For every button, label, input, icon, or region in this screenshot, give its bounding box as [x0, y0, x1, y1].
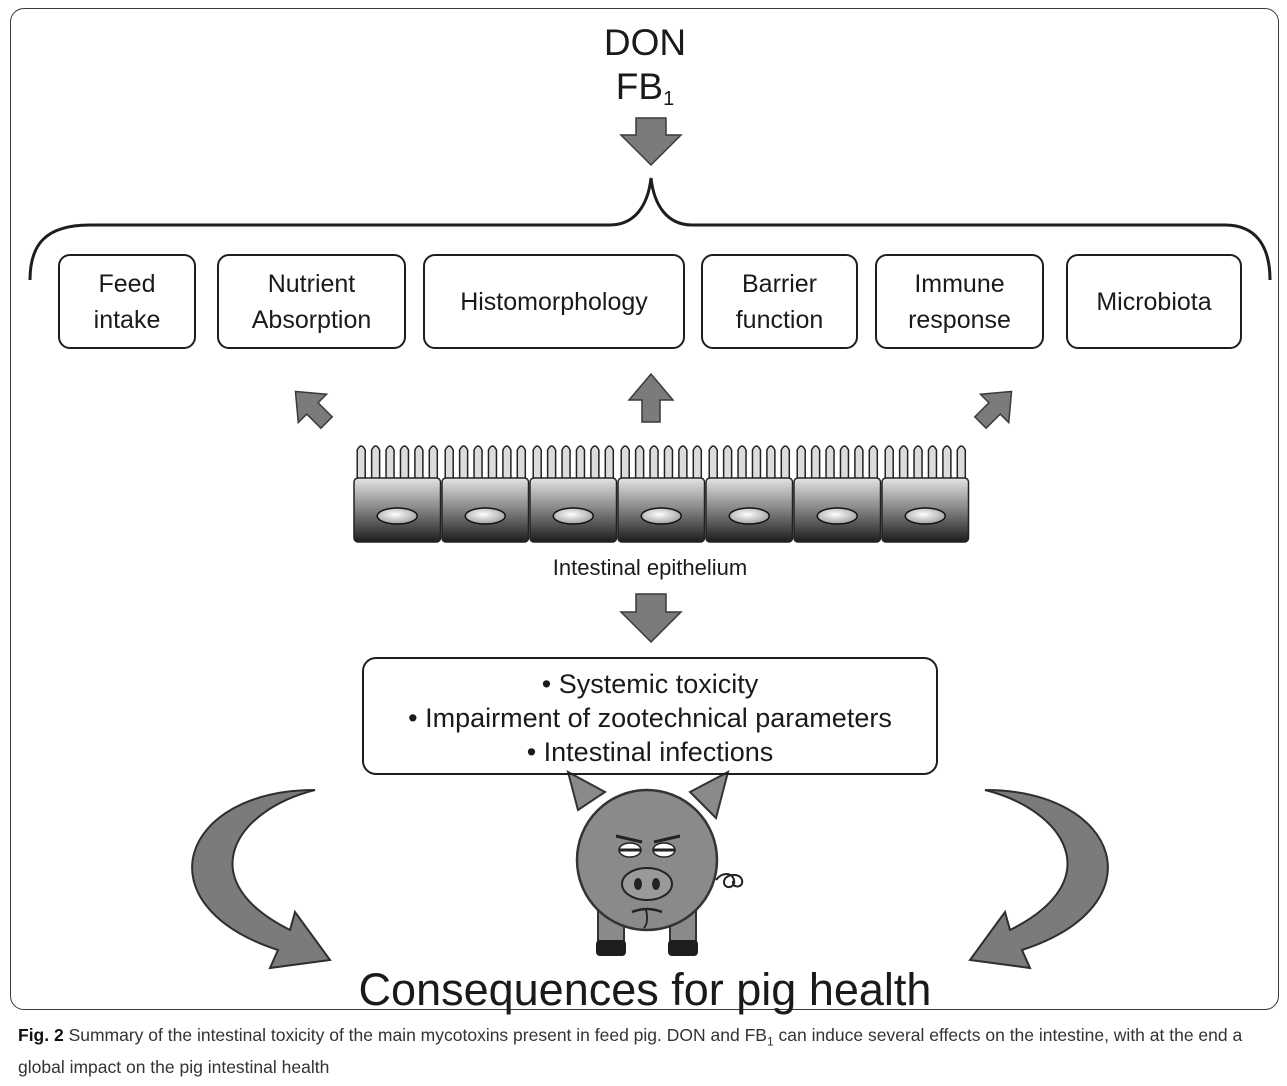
toxin-don-label: DON [603, 22, 687, 63]
microvilli [796, 445, 879, 480]
caption-subscript: 1 [766, 1034, 774, 1049]
cell-nucleus [640, 507, 682, 525]
arrow-up-right [973, 390, 1013, 430]
microvilli [356, 445, 439, 480]
effect-label: Microbiota [1096, 287, 1212, 316]
arrow-up-left [294, 390, 334, 430]
effect-label: Histomorphology [460, 287, 648, 316]
microvilli [884, 445, 967, 480]
caption-label: Fig. 2 [18, 1025, 64, 1045]
effect-box-histomorphology: Histomorphology [423, 254, 685, 349]
effect-box-feed-intake: Feed intake [58, 254, 196, 349]
outcome-item: • Impairment of zootechnical parameters [408, 703, 892, 733]
toxin-fb1-label: FB1 [560, 66, 730, 111]
outcome-item: • Intestinal infections [526, 737, 774, 767]
effect-label: Immune response [908, 269, 1011, 334]
effect-box-microbiota: Microbiota [1066, 254, 1242, 349]
outcome-item: • Systemic toxicity [541, 669, 759, 699]
effect-box-immune-response: Immune response [875, 254, 1044, 349]
effect-label: Feed intake [93, 269, 161, 334]
epithelium-label: Intestinal epithelium [552, 555, 748, 580]
arrow-up [627, 372, 675, 423]
effect-box-nutrient-absorption: Nutrient Absorption [217, 254, 406, 349]
microvilli [532, 445, 615, 480]
cell-nucleus [728, 507, 770, 525]
curved-arrow-right [968, 789, 1109, 970]
microvilli [444, 445, 527, 480]
sick-pig-illustration [566, 770, 744, 956]
toxin-fb-subscript: 1 [663, 88, 675, 110]
curly-brace [28, 177, 1272, 281]
cell-nucleus [816, 507, 858, 525]
toxin-fb-base: FB [615, 66, 664, 107]
cell-nucleus [464, 507, 506, 525]
consequence-title: Consequences for pig health [358, 964, 932, 1015]
outcomes-box: • Systemic toxicity • Impairment of zoot… [362, 657, 938, 775]
cell-nucleus [376, 507, 418, 525]
effect-box-barrier-function: Barrier function [701, 254, 858, 349]
microvilli [620, 445, 703, 480]
down-arrow-toxins [619, 117, 683, 167]
intestinal-epithelium-graphic [353, 445, 970, 543]
caption-text-2: can induce several effects on the intest… [18, 1025, 1243, 1077]
curved-arrow-left [191, 789, 332, 970]
down-arrow-epithelium [619, 593, 683, 644]
effect-label: Nutrient Absorption [251, 269, 372, 334]
figure-frame [10, 8, 1279, 1010]
cell-nucleus [552, 507, 594, 525]
caption-text-1: Summary of the intestinal toxicity of th… [63, 1025, 767, 1045]
effect-label: Barrier function [735, 269, 824, 334]
figure-caption: Fig. 2 Summary of the intestinal toxicit… [18, 1023, 1278, 1080]
microvilli [708, 445, 791, 480]
cell-nucleus [904, 507, 946, 525]
